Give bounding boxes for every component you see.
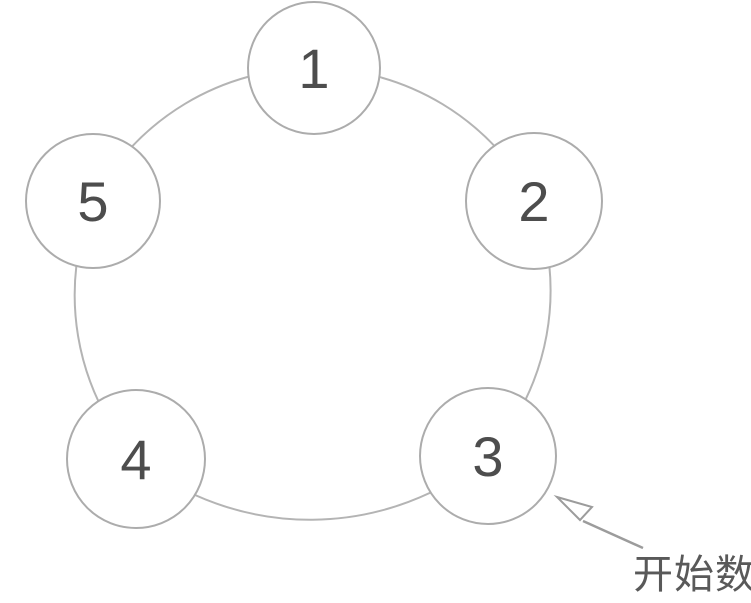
node-number-5: 5 <box>77 170 108 233</box>
nodes: 1 2 3 4 5 <box>25 1 603 529</box>
annotation-label: 开始数 <box>633 553 751 597</box>
node-circle-1 <box>247 1 381 135</box>
node-circle-2 <box>465 132 603 270</box>
node-number-2: 2 <box>518 170 549 233</box>
node-circle-5 <box>25 133 161 269</box>
node-circle-3 <box>419 387 557 525</box>
node-number-1: 1 <box>298 37 329 100</box>
node-circle-4 <box>66 389 206 529</box>
arrow-head-icon <box>553 494 594 522</box>
arrow-line <box>582 519 644 550</box>
node-number-4: 4 <box>120 428 151 491</box>
annotation-arrow <box>553 494 644 550</box>
node-number-3: 3 <box>472 425 503 488</box>
